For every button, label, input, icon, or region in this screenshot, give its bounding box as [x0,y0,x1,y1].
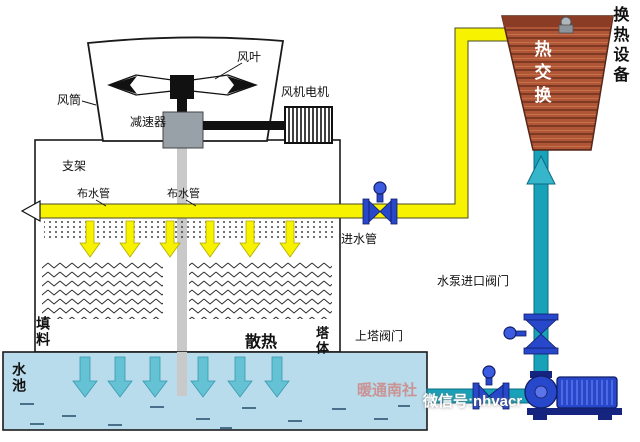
pump-inlet-valve-label: 水泵进口阀门 [437,274,510,288]
water-arrow [264,356,290,398]
water-arrow [142,356,168,398]
fan-drive-shaft [177,99,187,114]
water-arrow [190,356,216,398]
exchanger-vent-fitting [558,16,574,34]
tower-body-label: 塔体 [313,326,329,356]
spray-arrow [239,220,261,258]
center-shaft-lower [177,352,187,396]
water-pump [524,371,622,420]
fan-duct-leader-line [81,100,97,106]
watermark-wechat: 微信号:nhvacr [423,393,523,410]
dist-pipe-label-right: 布水管 [167,188,200,200]
spray-arrows [79,220,301,258]
fill-label: 填料 [35,316,52,348]
fan-blade-left-tip [109,76,137,94]
heat-dissipation-label: 散热 [245,334,278,351]
water-arrow [227,356,253,398]
heat-exchange-equipment-label: 换热设备 [610,6,628,86]
fan-blade-right-tip [227,76,256,94]
flow-up-arrow [526,154,556,185]
water-arrow [72,356,98,398]
gearbox [162,111,204,149]
spray-arrow [119,220,141,258]
spray-arrow [279,220,301,258]
heat-exchange-surface-label: 热交换 [531,40,551,109]
valve-handwheel [482,365,496,379]
fan-motor [284,106,333,144]
motor-coupling [203,121,285,130]
watermark-brand: 暖通南社 [357,382,418,399]
dist-pipe-label-left: 布水管 [77,188,110,200]
fan-blade-label: 风叶 [237,50,262,64]
water-arrow [107,356,133,398]
valve-handwheel [503,326,517,340]
fan-assembly [107,74,258,114]
support-label: 支架 [62,159,87,173]
valve-handwheel [373,181,387,195]
fill-pack-left [42,262,163,319]
fan-motor-label: 风机电机 [281,85,330,99]
to-tower-valve-label: 上塔阀门 [355,329,404,343]
inlet-pipe-label: 进水管 [341,232,378,246]
fill-pack-right [189,262,332,319]
dist-pipe-leader-left [95,199,107,207]
spray-arrow [159,220,181,258]
pump-inlet-valve [472,365,510,410]
heat-exchanger [501,15,614,151]
spray-arrow [199,220,221,258]
center-shaft-upper [177,146,187,352]
dist-pipe-leader-right [185,199,197,207]
reducer-label: 减速器 [130,115,167,129]
spray-nozzle-band [44,221,334,240]
fan-duct-label: 风筒 [57,93,82,107]
pool-water-dashes [20,403,410,429]
inlet-pipe-valve [362,181,398,225]
pool-label: 水池 [11,362,28,394]
fan-hub [170,75,194,99]
falling-water-arrows [72,356,290,398]
fan-blade-leader-line [214,62,243,80]
pipe-end-arrow [20,199,41,223]
spray-arrow [79,220,101,258]
riser-valve [503,313,559,355]
